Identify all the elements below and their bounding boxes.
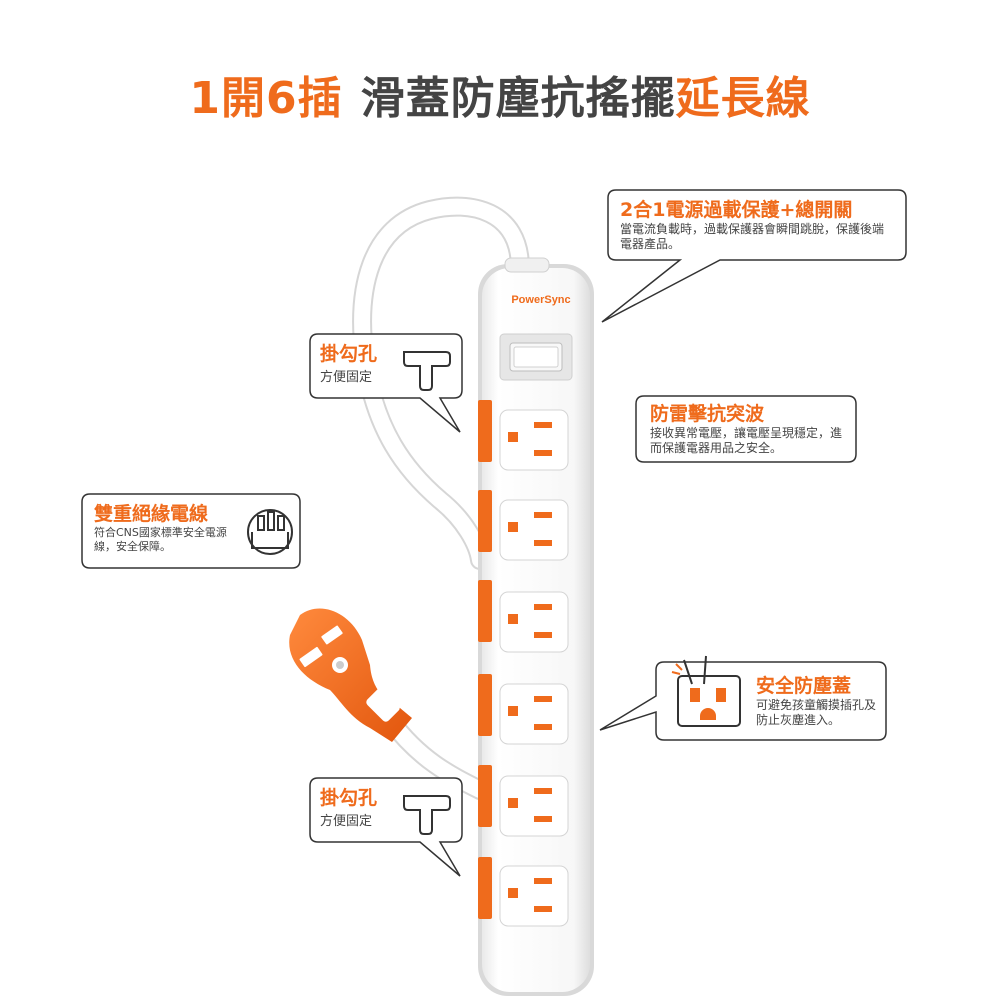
brand-label: PowerSync xyxy=(511,294,571,306)
outlet-5 xyxy=(499,775,569,837)
outlet-2 xyxy=(499,499,569,561)
callout-bubble-surge xyxy=(635,395,857,463)
callout-surge-title: 防雷擊抗突波 xyxy=(650,403,765,425)
power-strip xyxy=(478,257,594,996)
callout-insulation-desc: 符合CNS國家標準安全電源線，安全保障。 xyxy=(94,526,227,553)
callout-bubble-overload xyxy=(601,189,907,323)
callout-overload: 2合1電源過載保護+總開關 當電流負載時，過載保護器會瞬間跳脫，保護後端電器產品… xyxy=(620,198,900,252)
callout-dustcover-title: 安全防塵蓋 xyxy=(756,675,852,697)
callout-hook-top-title: 掛勾孔 xyxy=(320,343,378,365)
callout-overload-title: 2合1電源過載保護+總開關 xyxy=(620,199,853,221)
callout-hook-bottom-title: 掛勾孔 xyxy=(320,787,378,809)
outlet-3 xyxy=(499,591,569,653)
title-part-3: 延長線 xyxy=(675,73,811,124)
page-title: 1開6插滑蓋防塵抗搖擺延長線 xyxy=(0,62,1000,126)
outlet-6 xyxy=(499,865,569,927)
callout-bubble-hook-bottom xyxy=(309,777,463,877)
master-switch xyxy=(499,333,573,381)
callout-hook-top: 掛勾孔 方便固定 xyxy=(320,342,404,385)
callout-hook-bottom: 掛勾孔 方便固定 xyxy=(320,786,404,829)
callout-surge-desc: 接收異常電壓，讓電壓呈現穩定，進而保護電器用品之安全。 xyxy=(650,426,843,455)
outlet-4 xyxy=(499,683,569,745)
callout-hook-bottom-desc: 方便固定 xyxy=(320,814,373,829)
slide-cover-tabs xyxy=(478,400,492,919)
t-hook-icon xyxy=(403,795,451,835)
flat-plug xyxy=(289,608,412,742)
callout-insulation: 雙重絕緣電線 符合CNS國家標準安全電源線，安全保障。 xyxy=(94,502,240,554)
callout-overload-desc: 當電流負載時，過載保護器會瞬間跳脫，保護後端電器產品。 xyxy=(620,222,885,251)
callout-bubble-insulation xyxy=(81,493,301,569)
callout-dustcover: 安全防塵蓋 可避免孩童觸摸插孔及防止灰塵進入。 xyxy=(756,674,882,728)
callout-dustcover-desc: 可避免孩童觸摸插孔及防止灰塵進入。 xyxy=(756,698,877,727)
title-part-2: 滑蓋防塵抗搖擺 xyxy=(360,73,676,124)
callout-insulation-title: 雙重絕緣電線 xyxy=(94,503,209,525)
title-part-1: 1開6插 xyxy=(189,73,343,124)
callout-surge: 防雷擊抗突波 接收異常電壓，讓電壓呈現穩定，進而保護電器用品之安全。 xyxy=(650,402,850,456)
callout-hook-top-desc: 方便固定 xyxy=(320,370,373,385)
callout-bubble-hook-top xyxy=(309,333,463,433)
plug-cable-icon xyxy=(247,509,293,555)
outlet-1 xyxy=(499,409,569,471)
callout-bubble-dustcover xyxy=(599,661,887,741)
child-safe-outlet-icon xyxy=(671,655,741,727)
t-hook-icon xyxy=(403,351,451,391)
